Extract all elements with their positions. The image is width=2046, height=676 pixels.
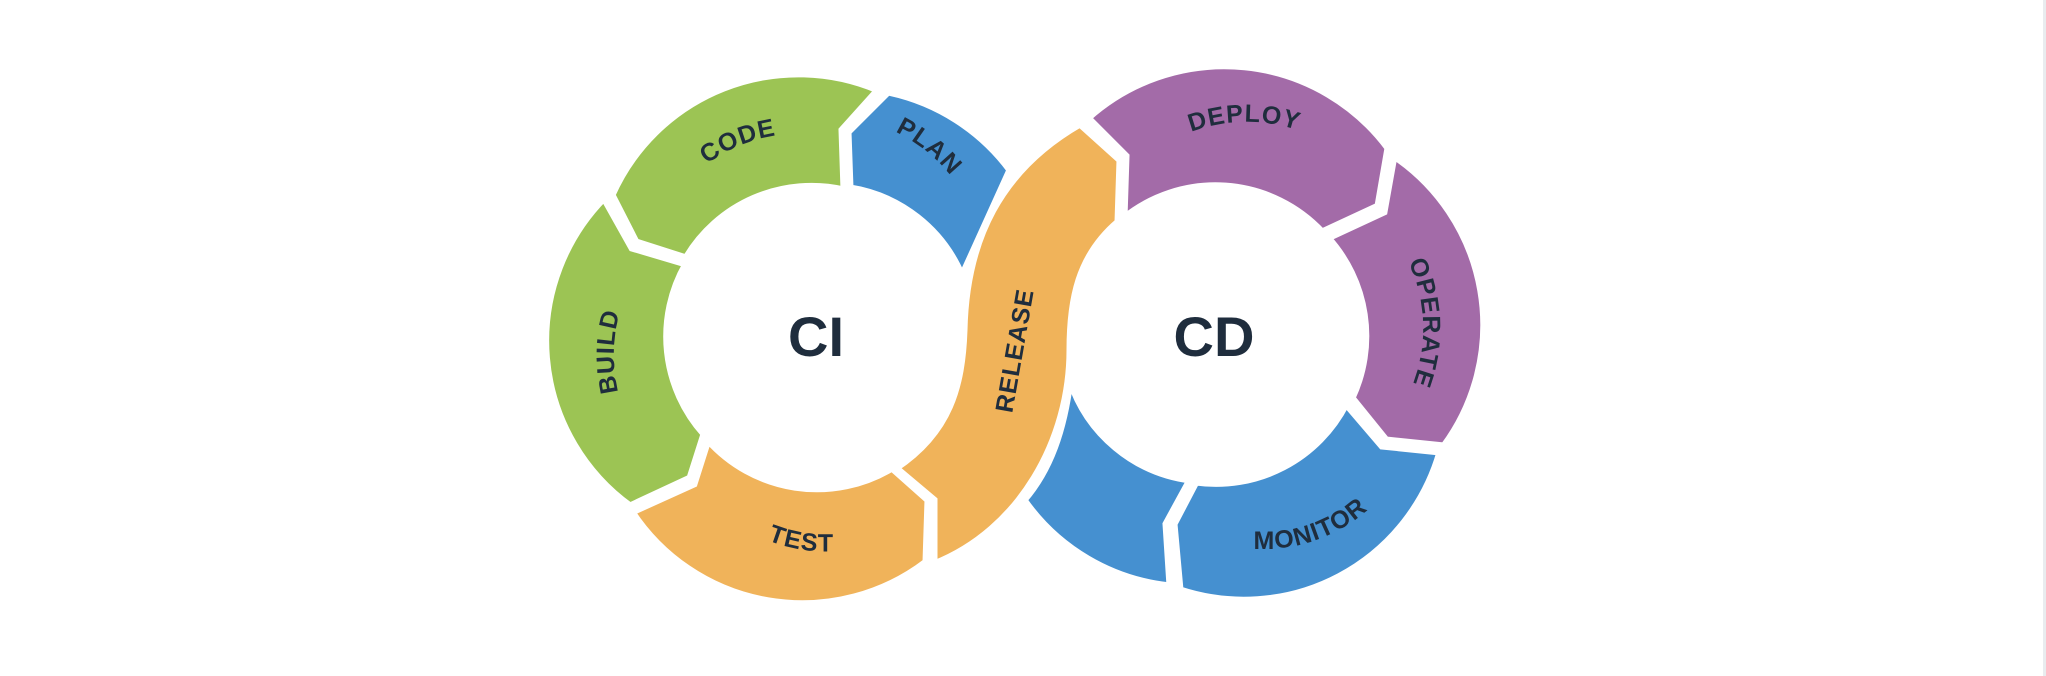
segment-test bbox=[626, 433, 932, 608]
segment-code bbox=[608, 70, 884, 263]
segment-operate-return bbox=[1019, 378, 1196, 590]
center-cd: CD bbox=[1174, 305, 1255, 368]
segment-plan bbox=[844, 88, 1015, 285]
segment-deploy bbox=[1082, 62, 1392, 237]
segment-release bbox=[890, 119, 1124, 570]
label-build: BUILD bbox=[592, 307, 626, 396]
ci-ring bbox=[542, 70, 1015, 608]
segment-operate bbox=[1322, 150, 1488, 450]
cd-ring bbox=[1019, 62, 1488, 604]
segment-monitor bbox=[1170, 397, 1445, 604]
page-edge bbox=[2043, 0, 2046, 676]
segment-build bbox=[542, 192, 708, 511]
center-ci: CI bbox=[788, 305, 844, 368]
